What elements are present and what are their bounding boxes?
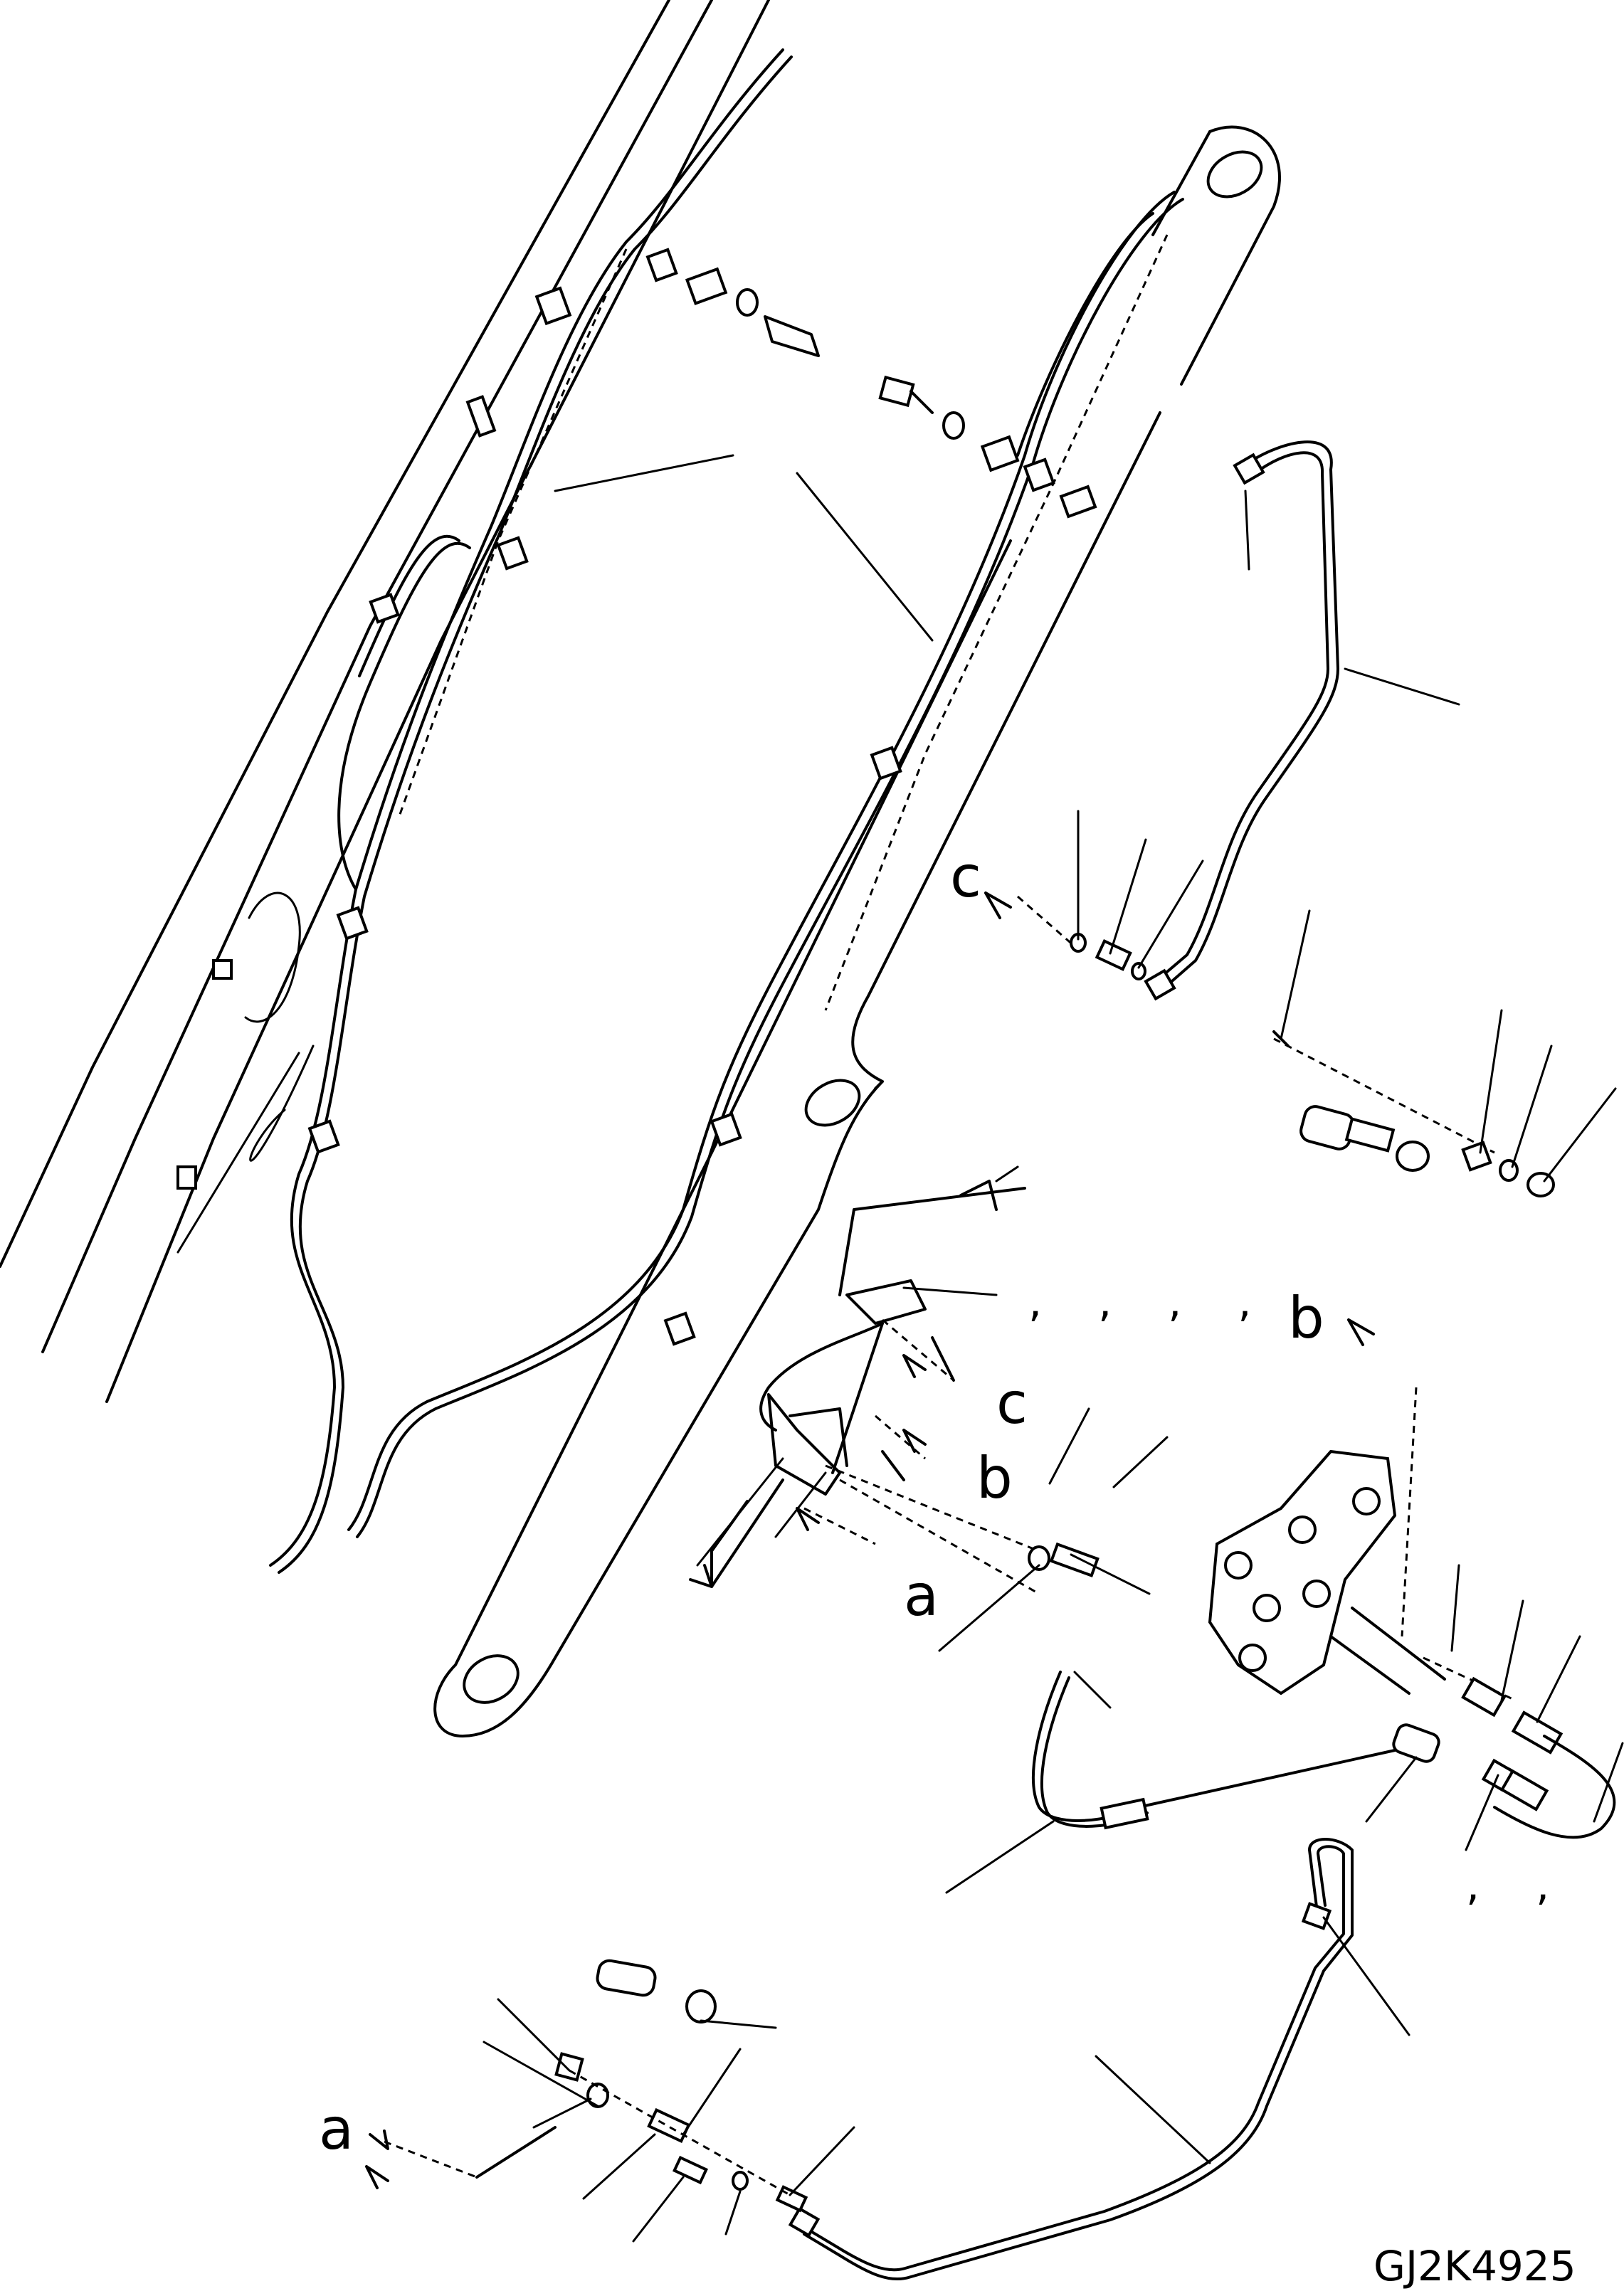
hose-clamps — [176, 248, 1097, 1346]
view-label-a-bottom: a — [319, 2096, 354, 2162]
control-valve — [1208, 1387, 1616, 1839]
fitting-row-c — [1017, 895, 1146, 980]
lower-hose — [1031, 1671, 1440, 1830]
bottom-pipe — [788, 1838, 1354, 2281]
upper-bolts — [685, 267, 1020, 472]
view-label-a-lower: a — [904, 1562, 939, 1629]
view-label-c-lower: c — [996, 1370, 1028, 1437]
bottom-fittings — [369, 1959, 808, 2213]
view-label-b-lower: b — [976, 1445, 1013, 1511]
upper-right-pipe — [1144, 440, 1339, 1001]
drawing-code: GJ2K4925 — [1373, 2242, 1576, 2290]
boom-hose-left — [269, 48, 793, 1574]
leader-lines — [176, 454, 1624, 2243]
view-arrows — [365, 892, 1375, 2189]
callout-commas-upper: , , , , — [1028, 1277, 1273, 1327]
arm-hose — [347, 191, 1184, 1538]
boom-frame — [0, 0, 770, 1403]
bracket-assembly — [689, 1180, 1100, 1595]
callout-commas-lower: , , — [1466, 1861, 1571, 1910]
right-bolt-assembly — [1272, 1030, 1555, 1197]
view-label-c-upper: c — [950, 844, 981, 910]
arm-link — [433, 125, 1281, 1737]
view-labels: c b c b a a , , , , , , GJ2K4925 — [319, 844, 1576, 2290]
view-label-b-upper: b — [1288, 1285, 1324, 1351]
